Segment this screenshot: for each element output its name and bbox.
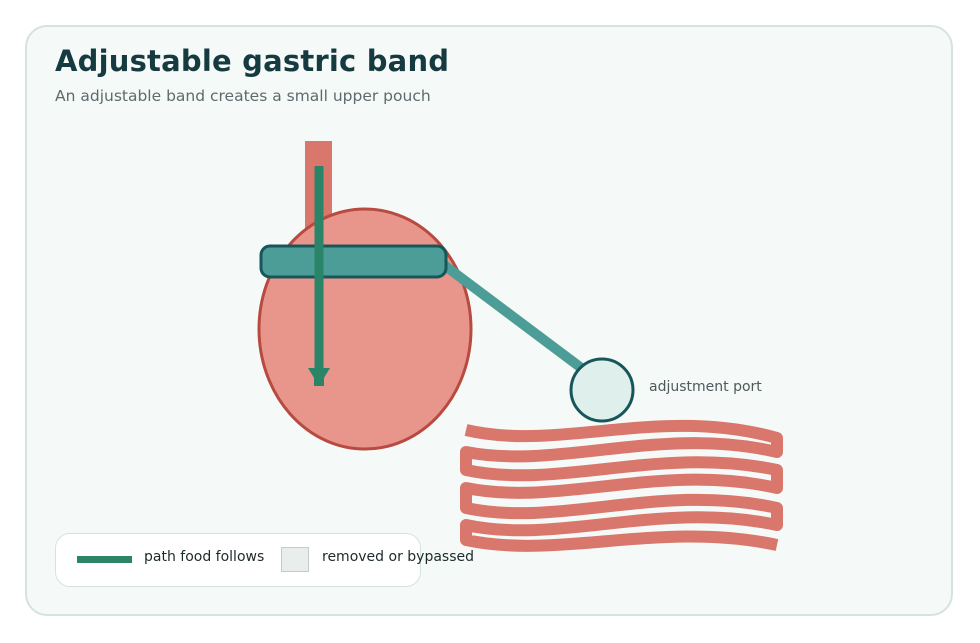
- adjustment-port-label: adjustment port: [649, 379, 762, 395]
- legend-removed-label: removed or bypassed: [322, 549, 474, 565]
- diagram-subtitle: An adjustable band creates a small upper…: [55, 87, 431, 105]
- food-path-end: [314, 378, 324, 386]
- gastric-band: [259, 244, 448, 279]
- small-intestine: [460, 419, 783, 552]
- adjustment-port: [569, 357, 635, 423]
- port-tubing: [437, 258, 591, 377]
- food-path-arrowhead: [308, 368, 330, 386]
- legend-path-swatch: [77, 556, 132, 563]
- legend-path-label: path food follows: [144, 549, 265, 565]
- legend-removed-swatch: [281, 547, 309, 572]
- legend: path food follows removed or bypassed: [55, 533, 474, 587]
- diagram-title: Adjustable gastric band: [55, 44, 450, 78]
